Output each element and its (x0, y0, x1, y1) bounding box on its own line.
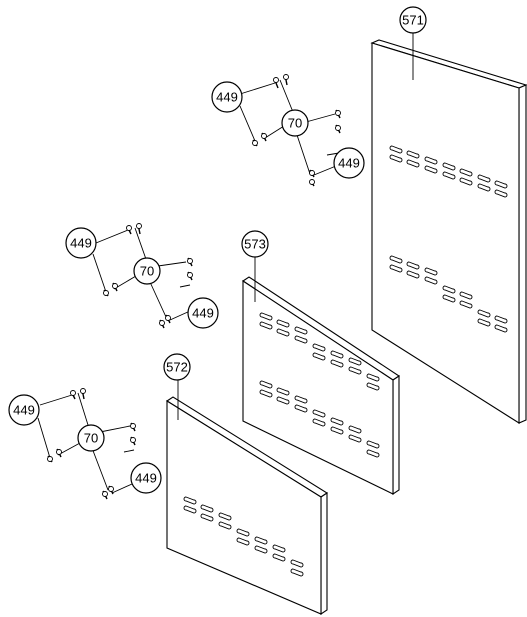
panel-571 (370, 32, 527, 424)
callout-449-top-b-label: 449 (338, 156, 360, 171)
callout-449-top-a-label: 449 (216, 90, 238, 105)
callout-70-mid: 70 (133, 257, 161, 285)
screw-icon (103, 223, 193, 329)
callout-449-top-b: 449 (333, 147, 365, 179)
panel-572-vent-slots (183, 496, 304, 577)
screw-group-bottom (37, 388, 136, 500)
callout-70-bottom: 70 (77, 424, 105, 452)
callout-571: 571 (399, 6, 427, 34)
callout-573: 573 (241, 230, 269, 258)
panel-571-vent-slots-upper (389, 145, 508, 198)
callout-573-label: 573 (244, 237, 266, 252)
callout-70-mid-label: 70 (140, 264, 154, 279)
callout-572-label: 572 (166, 360, 188, 375)
callout-449-mid-a: 449 (65, 227, 97, 259)
screw-group-mid (92, 223, 193, 329)
screw-icon (47, 388, 136, 500)
callout-70-top-label: 70 (288, 116, 302, 131)
callout-449-bottom-a-label: 449 (13, 403, 35, 418)
callout-449-bottom-a: 449 (8, 394, 40, 426)
panel-573 (242, 256, 400, 496)
panel-572 (165, 380, 329, 616)
panel-571-vent-slots-lower (389, 255, 508, 333)
callout-449-bottom-b-label: 449 (135, 471, 157, 486)
panel-573-vent-slots-lower (259, 380, 380, 458)
panel-573-vent-slots-upper (259, 312, 380, 391)
screw-icon (252, 74, 341, 187)
callout-449-top-a: 449 (211, 81, 243, 113)
callout-449-mid-a-label: 449 (70, 236, 92, 251)
callout-449-bottom-b: 449 (130, 462, 162, 494)
callout-70-bottom-label: 70 (84, 431, 98, 446)
callout-571-label: 571 (402, 13, 424, 28)
callout-449-mid-b: 449 (187, 297, 219, 329)
screw-group-top (239, 74, 341, 187)
callout-449-mid-b-label: 449 (192, 306, 214, 321)
callout-572: 572 (163, 353, 191, 381)
callout-70-top: 70 (281, 109, 309, 137)
